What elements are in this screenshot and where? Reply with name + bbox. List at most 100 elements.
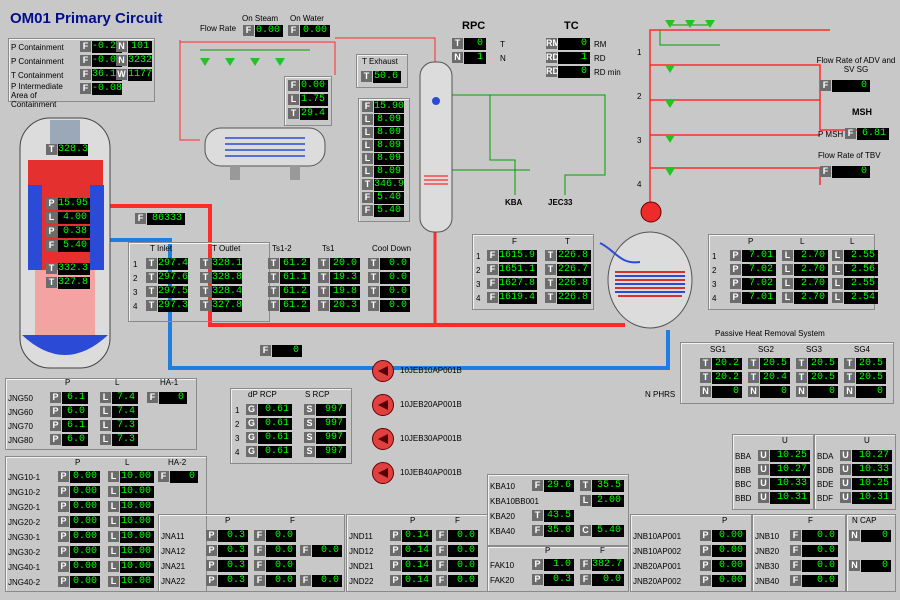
on-steam-value: 0.00 <box>255 25 283 37</box>
phrs-header: SG2 <box>758 345 775 354</box>
tag-badge: P <box>730 250 741 261</box>
jna-name: JNA11 <box>161 532 185 541</box>
jnd-f-header: F <box>455 516 460 525</box>
containment-label: P Containment <box>11 57 64 66</box>
tc-suffix: RM <box>594 40 607 49</box>
value-readout: 2.56 <box>844 264 878 276</box>
on-steam-label: On Steam <box>242 14 279 23</box>
value-readout: 0.00 <box>70 546 100 558</box>
value-readout: 7.02 <box>742 278 776 290</box>
value-readout: 328.4 <box>212 286 242 298</box>
jng2-name: JNG20-1 <box>8 503 41 512</box>
jnb-name: JNB20AP001 <box>633 562 682 571</box>
value-readout: 43.5 <box>544 510 574 522</box>
value-readout: 61.2 <box>280 286 310 298</box>
jng2-name: JNG30-1 <box>8 533 41 542</box>
tag-badge: L <box>108 471 119 482</box>
jnd-name: JND22 <box>349 577 374 586</box>
value-readout: 20.2 <box>712 372 742 384</box>
tag-badge: N <box>796 386 807 397</box>
page-title: OM01 Primary Circuit <box>10 10 163 27</box>
value-readout: 8.09 <box>374 114 404 126</box>
tag-badge: W <box>116 69 127 80</box>
tag-badge: L <box>108 576 119 587</box>
tag-badge: F <box>243 25 254 36</box>
tag-badge: T <box>368 300 379 311</box>
tag-badge: T <box>46 144 57 155</box>
value-readout: 15.90 <box>374 101 404 113</box>
pressurizer-panel <box>358 98 410 222</box>
tag-badge: F <box>436 575 447 586</box>
value-readout: 7.01 <box>742 250 776 262</box>
exhaust-label: T Exhaust <box>362 57 398 66</box>
tag-badge: L <box>832 278 843 289</box>
tag-badge: F <box>147 392 158 403</box>
jng-p-header: P <box>65 378 71 387</box>
value-readout: 10.33 <box>770 478 810 490</box>
value-readout: 8.09 <box>374 166 404 178</box>
cold-flow-value: 0 <box>272 345 302 357</box>
tag-badge: N <box>849 530 860 541</box>
tag-badge: L <box>782 250 793 261</box>
value-readout: 297.4 <box>158 258 188 270</box>
rcp-number: 4 <box>235 448 240 457</box>
fak-name: FAK20 <box>490 576 515 585</box>
bb-name: BBB <box>735 466 752 475</box>
tag-badge: F <box>260 345 271 356</box>
value-readout: 29.4 <box>300 108 328 120</box>
tag-badge: F <box>362 205 373 216</box>
tag-badge: F <box>436 530 447 541</box>
kba-name: KBA10 <box>490 482 515 491</box>
fak-f-header: F <box>600 546 605 555</box>
value-readout: 0.00 <box>712 530 746 542</box>
tag-badge: F <box>790 530 801 541</box>
tag-badge: T <box>545 264 556 275</box>
tag-badge: P <box>50 434 61 445</box>
tag-badge: P <box>50 406 61 417</box>
cooldown-header: Cool Down <box>372 244 412 253</box>
value-readout: 0.0 <box>802 560 838 572</box>
bb-u-header: U <box>782 436 788 445</box>
value-readout: 7.02 <box>742 264 776 276</box>
steam-pipe-3 <box>335 37 436 62</box>
value-readout: 7.4 <box>112 392 138 404</box>
tag-badge: F <box>300 545 311 556</box>
adv-label: Flow Rate of ADV and SV SG <box>816 56 896 74</box>
value-readout: 297.6 <box>158 272 188 284</box>
tag-badge: T <box>700 358 711 369</box>
tag-badge: P <box>700 530 711 541</box>
value-readout: 0.00 <box>70 531 100 543</box>
phrs-title: Passive Heat Removal System <box>715 329 825 338</box>
pump-label: 10JEB10AP001B <box>400 366 462 375</box>
tag-badge: P <box>46 198 57 209</box>
value-readout: 7.4 <box>112 406 138 418</box>
tag-badge: P <box>206 545 217 556</box>
value-readout: 29.6 <box>544 480 574 492</box>
tag-badge: P <box>730 264 741 275</box>
tag-badge: T <box>318 258 329 269</box>
tag-badge: P <box>58 501 69 512</box>
value-readout: 20.4 <box>760 372 790 384</box>
value-readout: 0.0 <box>380 300 410 312</box>
value-readout: 1.0 <box>544 559 574 571</box>
value-readout: 0.3 <box>218 560 248 572</box>
pump-icon <box>372 462 394 484</box>
exhaust-value: 50.6 <box>373 71 401 83</box>
tag-badge: P <box>46 226 57 237</box>
bb-name: BBC <box>735 480 752 489</box>
tag-badge: P <box>700 545 711 556</box>
tag-badge: T <box>748 372 759 383</box>
tc-suffix: RD min <box>594 68 621 77</box>
fak-panel <box>487 546 629 592</box>
jnb-p-header: P <box>722 516 728 525</box>
steam-pipe-2 <box>180 41 336 75</box>
value-readout: 0.0 <box>266 545 296 557</box>
value-readout: 997 <box>316 446 346 458</box>
value-readout: 10.00 <box>120 471 154 483</box>
value-readout: 328.3 <box>58 144 88 156</box>
tag-badge: T <box>796 372 807 383</box>
sg-number: 3 <box>476 280 481 289</box>
steam-pipe <box>179 40 200 141</box>
jng2-name: JNG40-1 <box>8 563 41 572</box>
tag-badge: L <box>100 420 111 431</box>
